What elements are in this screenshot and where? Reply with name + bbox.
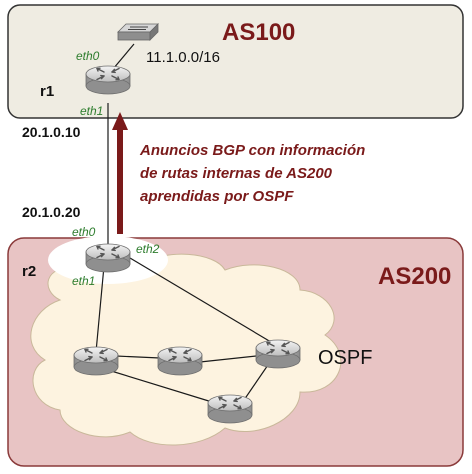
link-r2-left	[95, 265, 105, 353]
bgp-text-line-2: de rutas internas de AS200	[140, 165, 333, 182]
router-r2-name: r2	[22, 263, 36, 280]
link-left-mid	[115, 355, 161, 359]
r1-eth1-label: eth1	[80, 104, 103, 118]
bgp-arrow	[112, 112, 128, 234]
link-left-bottom	[107, 369, 213, 403]
ospf-label: OSPF	[318, 347, 372, 369]
network-label: 11.1.0.0/16	[146, 49, 220, 66]
r2-eth1-label: eth1	[72, 274, 95, 288]
r2-eth0-ip: 20.1.0.20	[22, 204, 81, 220]
bgp-text-line-3: aprendidas por OSPF	[140, 188, 294, 205]
bgp-text-line-1: Anuncios BGP con información	[139, 142, 365, 159]
router-ospf-bottom-icon	[207, 394, 253, 424]
router-ospf-left-icon	[73, 346, 119, 376]
r1-eth0-label: eth0	[76, 49, 100, 63]
links	[95, 43, 277, 403]
as100-label: AS100	[222, 19, 295, 46]
router-ospf-middle-icon	[157, 346, 203, 376]
link-right-bottom	[243, 361, 271, 401]
r2-eth2-label: eth2	[136, 242, 160, 256]
switch-icon	[117, 23, 159, 41]
as200-label: AS200	[378, 263, 451, 290]
router-ospf-right-icon	[255, 339, 301, 369]
link-mid-right	[199, 355, 257, 363]
link-r2-right	[129, 257, 277, 346]
r1-eth1-ip: 20.1.0.10	[22, 124, 81, 140]
router-r1-icon	[85, 65, 131, 95]
router-r1-name: r1	[40, 83, 54, 100]
r2-eth0-label: eth0	[72, 225, 96, 239]
router-r2-icon	[85, 243, 131, 273]
